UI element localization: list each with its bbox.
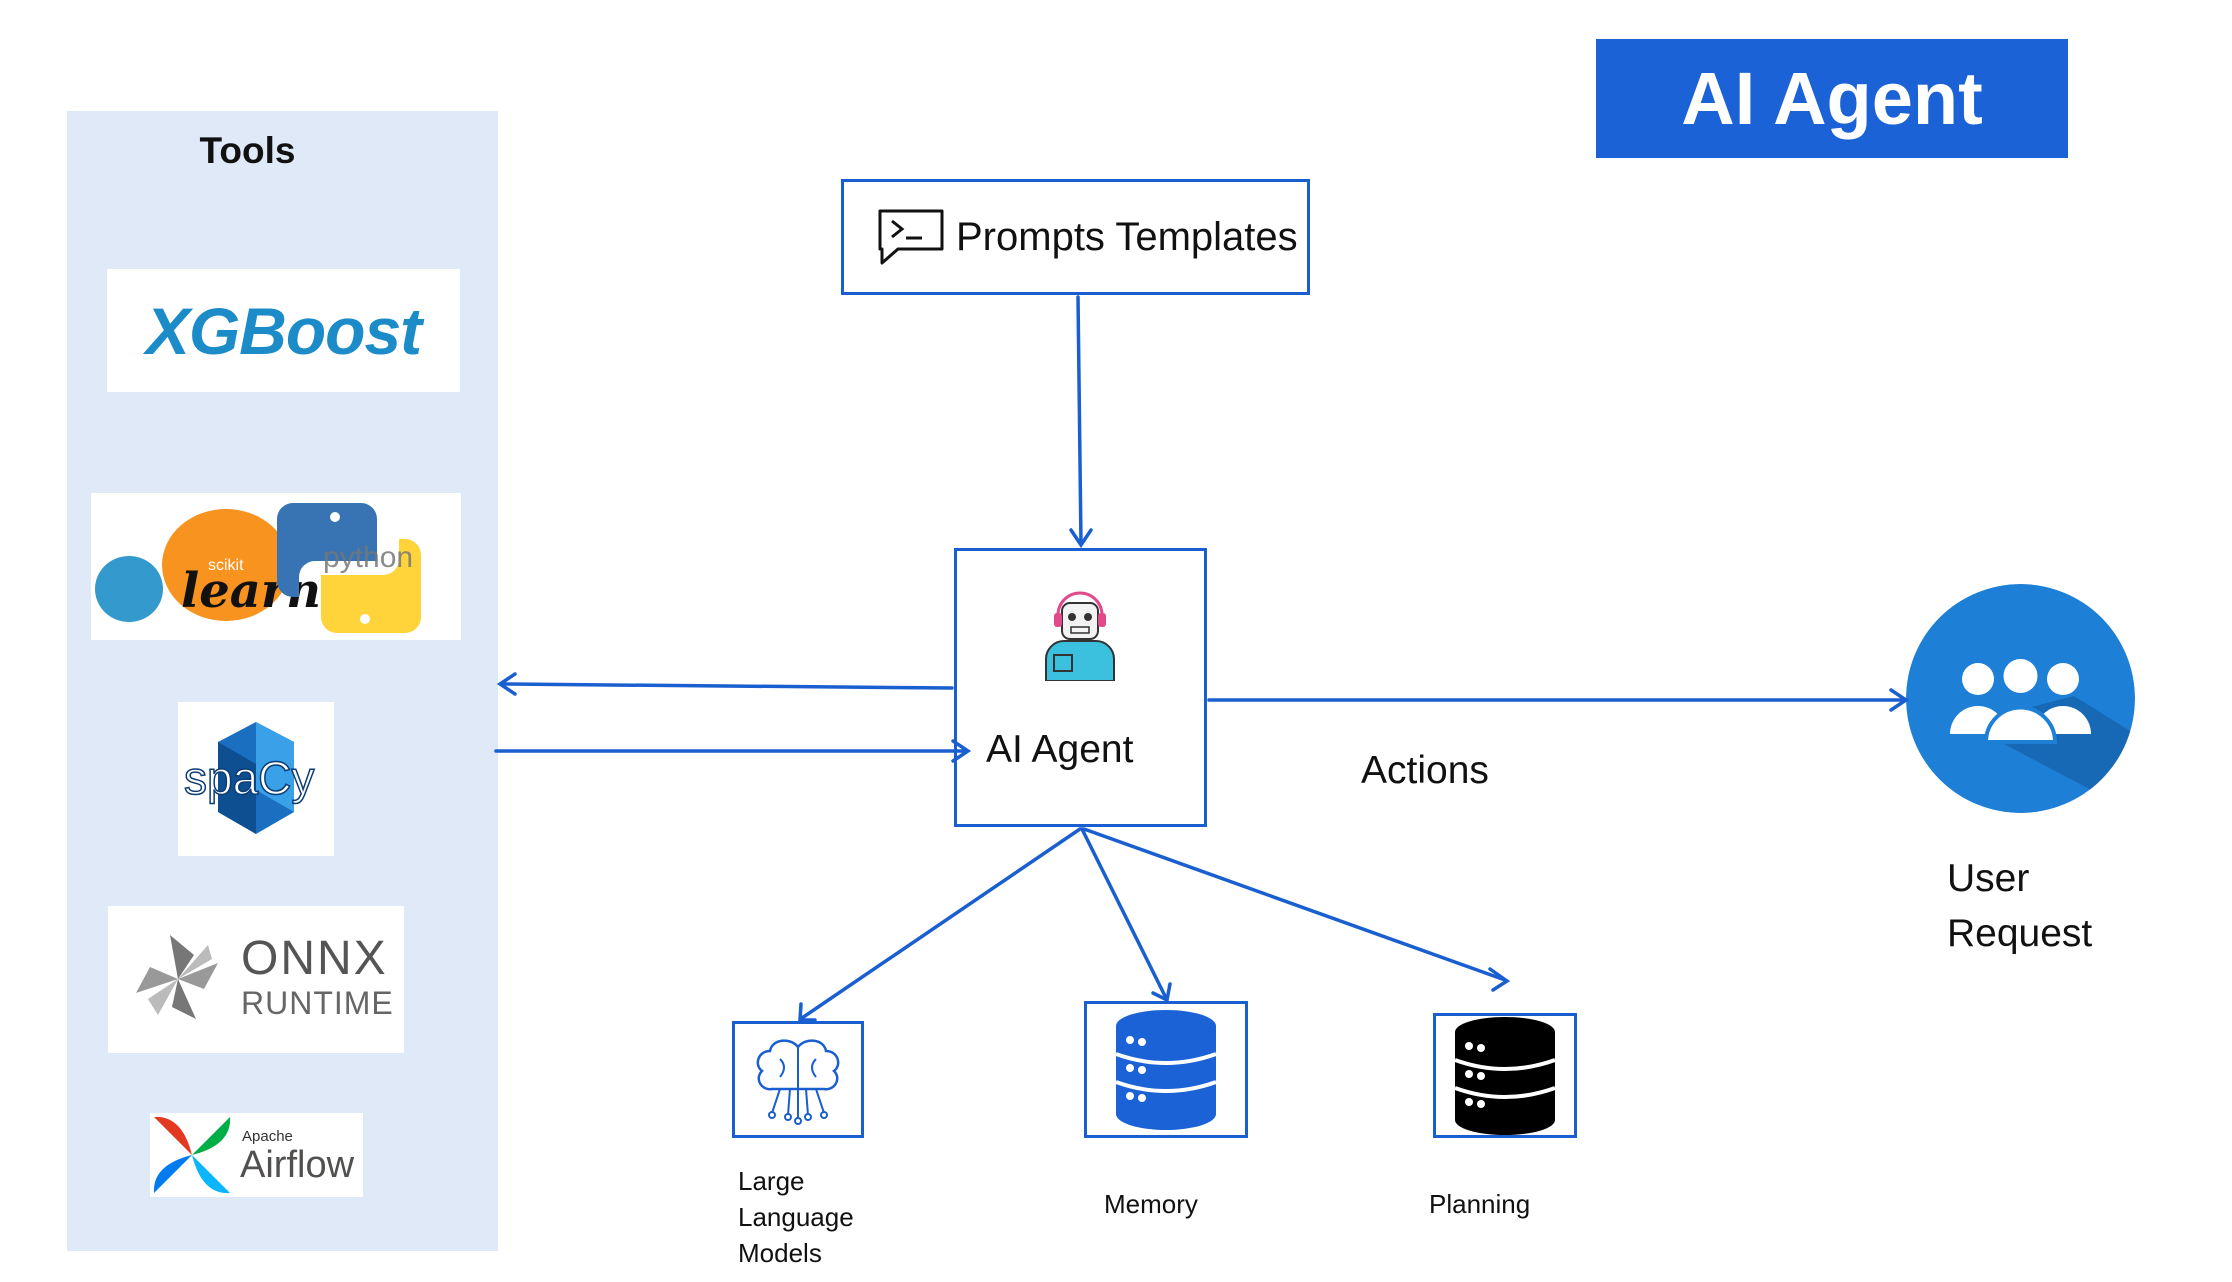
xgboost-logo-text: XGBoost [145, 293, 422, 368]
planning-box [1433, 1013, 1577, 1138]
arrow-agent-to-memory [1080, 827, 1172, 1003]
user-request-circle [1906, 584, 2135, 813]
airflow-logo-graphic: Apache Airflow [153, 1116, 355, 1194]
memory-label: Memory [1104, 1189, 1198, 1219]
arrow-agent-to-tools [496, 672, 954, 696]
arrow-tools-to-agent [494, 739, 972, 763]
arrow-agent-to-llm [798, 827, 1082, 1022]
spacy-logo: spaCy [178, 702, 334, 856]
arrow-prompts-to-agent [1069, 295, 1093, 549]
users-group-icon [1906, 584, 2135, 813]
robot-operator-icon [1045, 591, 1115, 681]
onnx-text: ONNX [241, 932, 388, 985]
actions-label: Actions [1361, 749, 1489, 792]
database-blue-icon [1115, 1009, 1217, 1130]
airflow-logo: Apache Airflow [150, 1113, 363, 1197]
tools-heading: Tools [199, 130, 296, 171]
llm-label-line-2: Language [738, 1202, 854, 1232]
sklearn-python-logo: scikit learn python [91, 493, 461, 640]
ai-agent-box [954, 548, 1207, 827]
onnx-runtime-text: RUNTIME [241, 985, 394, 1021]
title-badge: AI Agent [1596, 39, 2068, 158]
airflow-small-text: Apache [242, 1128, 293, 1145]
llm-box [732, 1021, 864, 1138]
database-black-icon [1454, 1016, 1556, 1135]
xgboost-logo: XGBoost [107, 269, 460, 392]
onnx-runtime-logo-graphic: ONNX RUNTIME [136, 932, 394, 1021]
llm-label: Large Language Models [738, 1163, 854, 1271]
llm-label-line-3: Models [738, 1238, 822, 1268]
arrow-agent-to-user [1207, 688, 1910, 712]
brain-circuit-icon [756, 1038, 840, 1125]
ai-agent-label: AI Agent [986, 728, 1134, 771]
spacy-text: spaCy [184, 752, 314, 804]
prompts-templates-box: Prompts Templates [841, 179, 1310, 295]
user-label: User [1947, 857, 2030, 900]
sklearn-big-text: learn [181, 563, 321, 619]
airflow-big-text: Airflow [240, 1144, 355, 1186]
arrow-agent-to-planning [1082, 827, 1511, 992]
llm-label-line-1: Large [738, 1166, 805, 1196]
title-text: AI Agent [1681, 57, 1983, 140]
python-text: python [323, 541, 413, 574]
spacy-logo-graphic: spaCy [183, 722, 315, 834]
sklearn-small-text: scikit [208, 557, 244, 574]
prompts-templates-label: Prompts Templates [956, 214, 1298, 259]
memory-box [1084, 1001, 1248, 1138]
chat-terminal-icon [878, 209, 944, 265]
sklearn-python-logo-graphic: scikit learn python [95, 503, 421, 633]
planning-label: Planning [1429, 1189, 1531, 1219]
request-label: Request [1947, 912, 2093, 955]
onnx-runtime-logo: ONNX RUNTIME [108, 906, 404, 1053]
